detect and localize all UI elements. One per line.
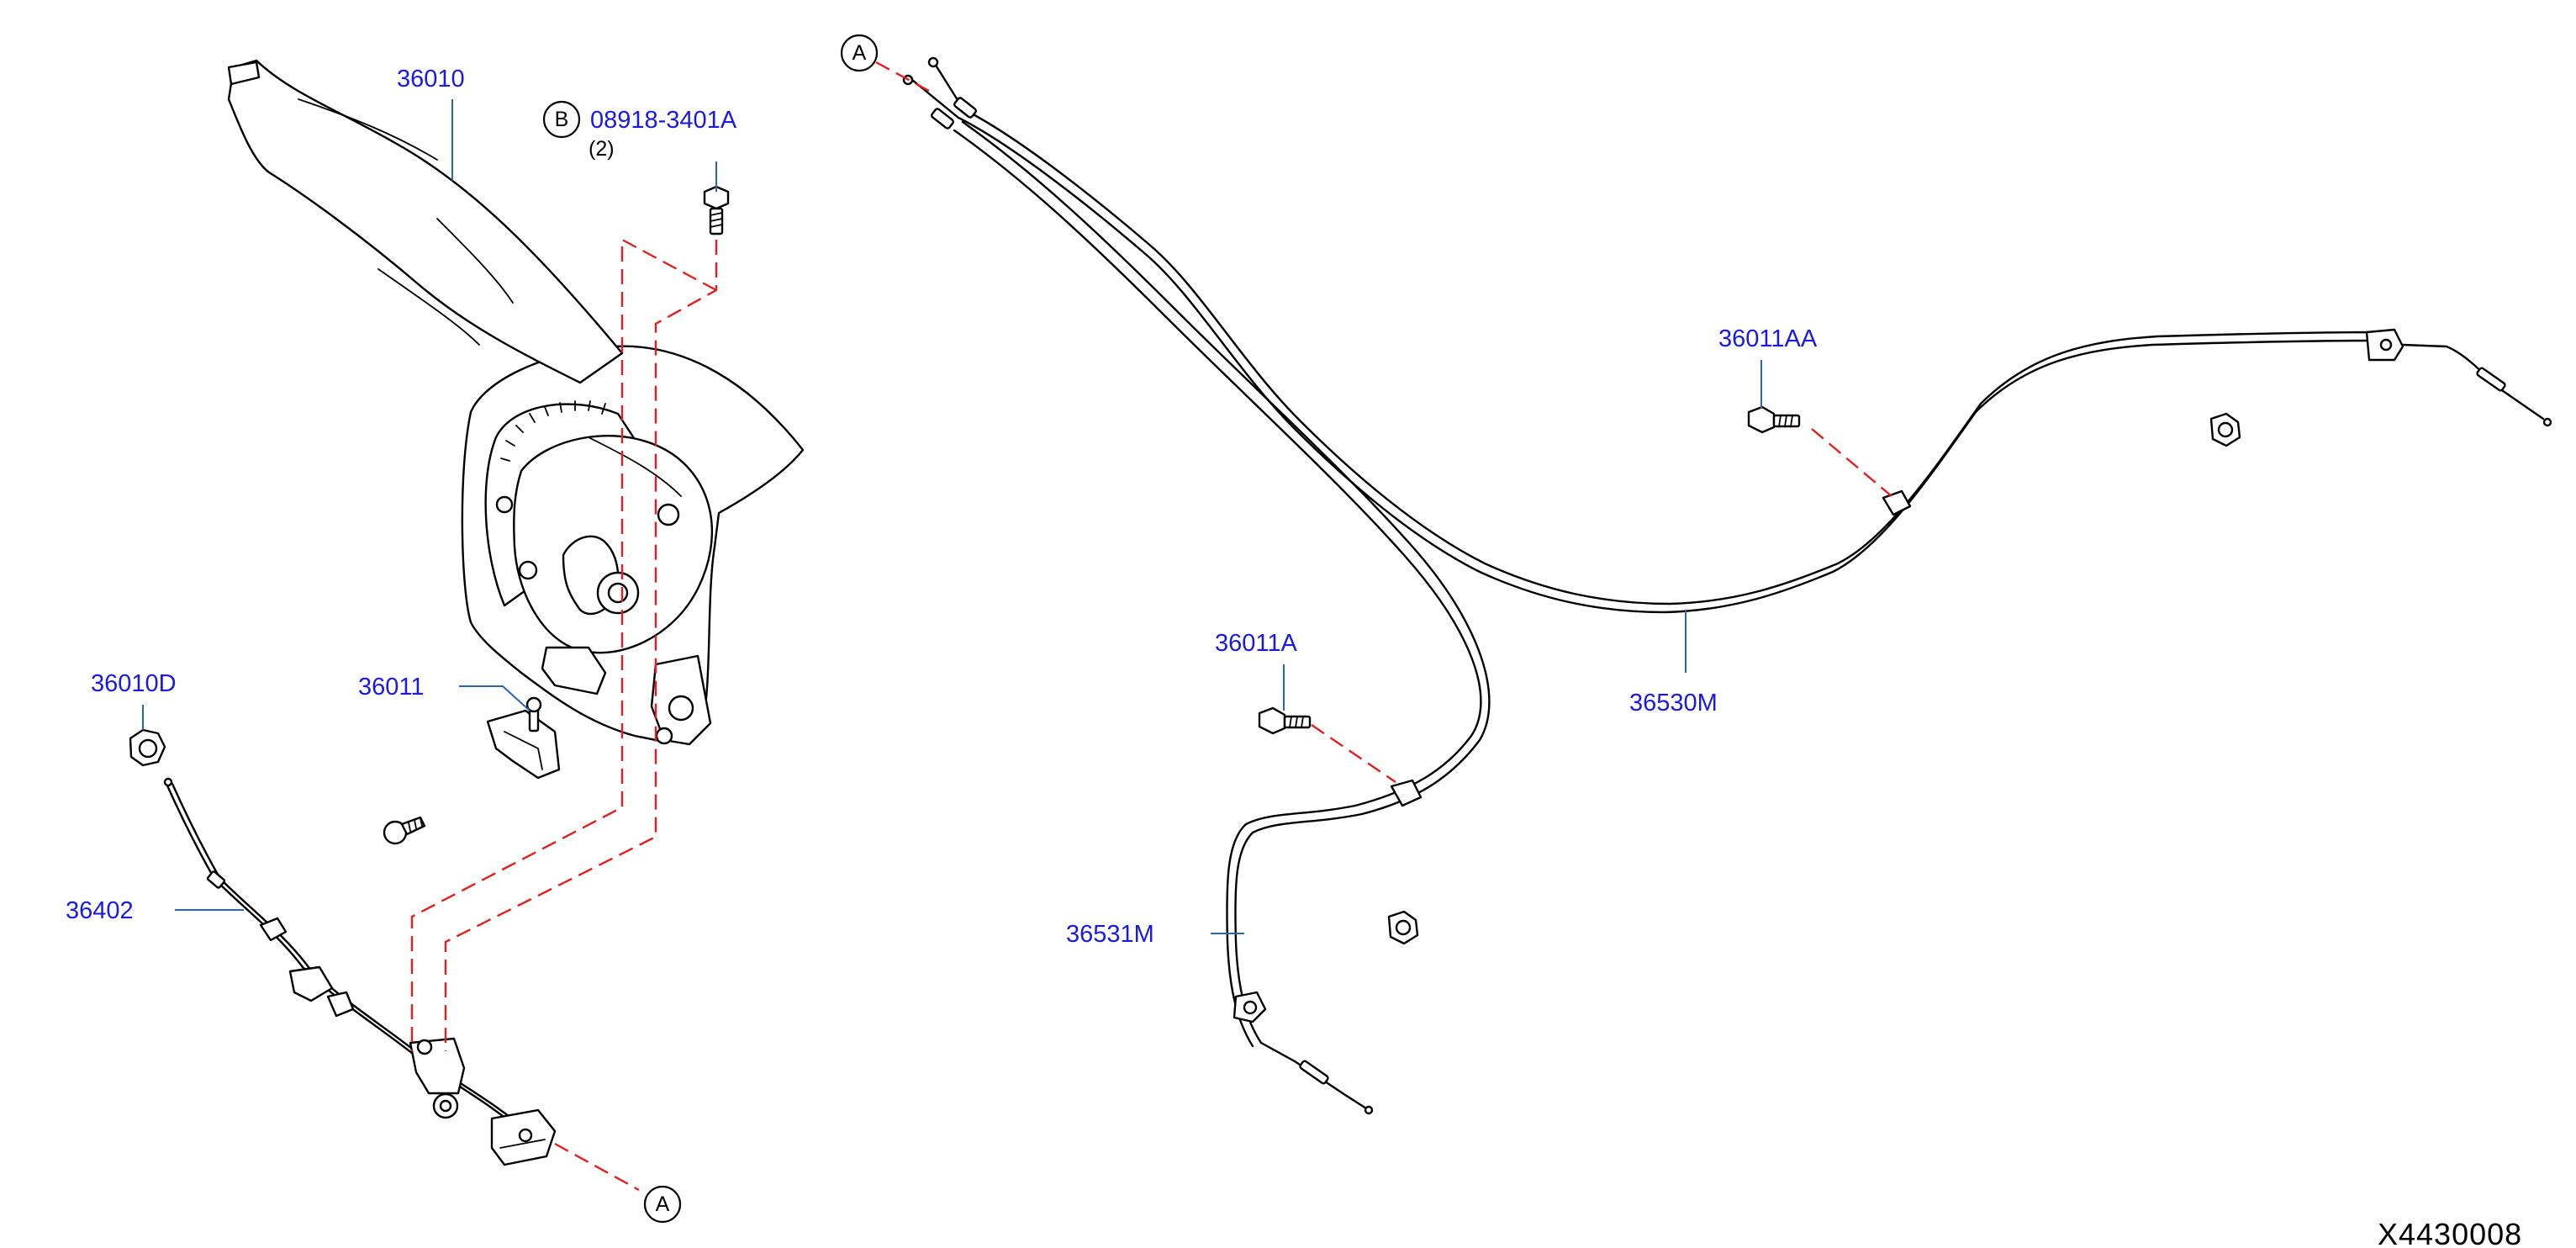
alignment-dashes	[410, 61, 1892, 1192]
label-36402: 36402	[66, 897, 134, 924]
label-08918-3401a: 08918-3401A	[590, 107, 737, 134]
label-36010: 36010	[397, 66, 465, 93]
label-36010d: 36010D	[91, 670, 177, 697]
label-36531m: 36531M	[1066, 921, 1154, 948]
bolt-36011a	[1258, 706, 1312, 735]
label-36011: 36011	[358, 674, 425, 701]
rear-cable-36531m	[953, 120, 1491, 1115]
callout-a-top: A	[840, 34, 879, 72]
rear-cable-36530m	[902, 56, 2552, 614]
callout-a-bottom-letter: A	[656, 1192, 670, 1216]
callout-a-top-letter: A	[853, 41, 867, 65]
callout-b: B	[542, 100, 581, 139]
callout-a-bottom: A	[643, 1185, 682, 1224]
leader-lines	[142, 99, 1762, 934]
bolt-36011aa	[1747, 405, 1801, 434]
part-labels: 36010 08918-3401A (2) 36011 36010D 36402…	[66, 66, 1818, 948]
label-36011aa: 36011AA	[1718, 325, 1818, 352]
bolt-b	[703, 185, 730, 235]
nut-36010d	[129, 728, 166, 767]
front-cable-36402	[163, 777, 557, 1166]
tapping-screw	[383, 816, 426, 845]
bracket-36011	[486, 696, 561, 780]
label-bolt-qty: (2)	[589, 137, 615, 161]
label-36530m: 36530M	[1629, 690, 1718, 717]
diagram-reference-code: X4430008	[2378, 1217, 2522, 1248]
parking-brake-lever	[227, 59, 805, 746]
label-36011a: 36011A	[1215, 630, 1297, 657]
callout-b-letter: B	[555, 108, 569, 131]
